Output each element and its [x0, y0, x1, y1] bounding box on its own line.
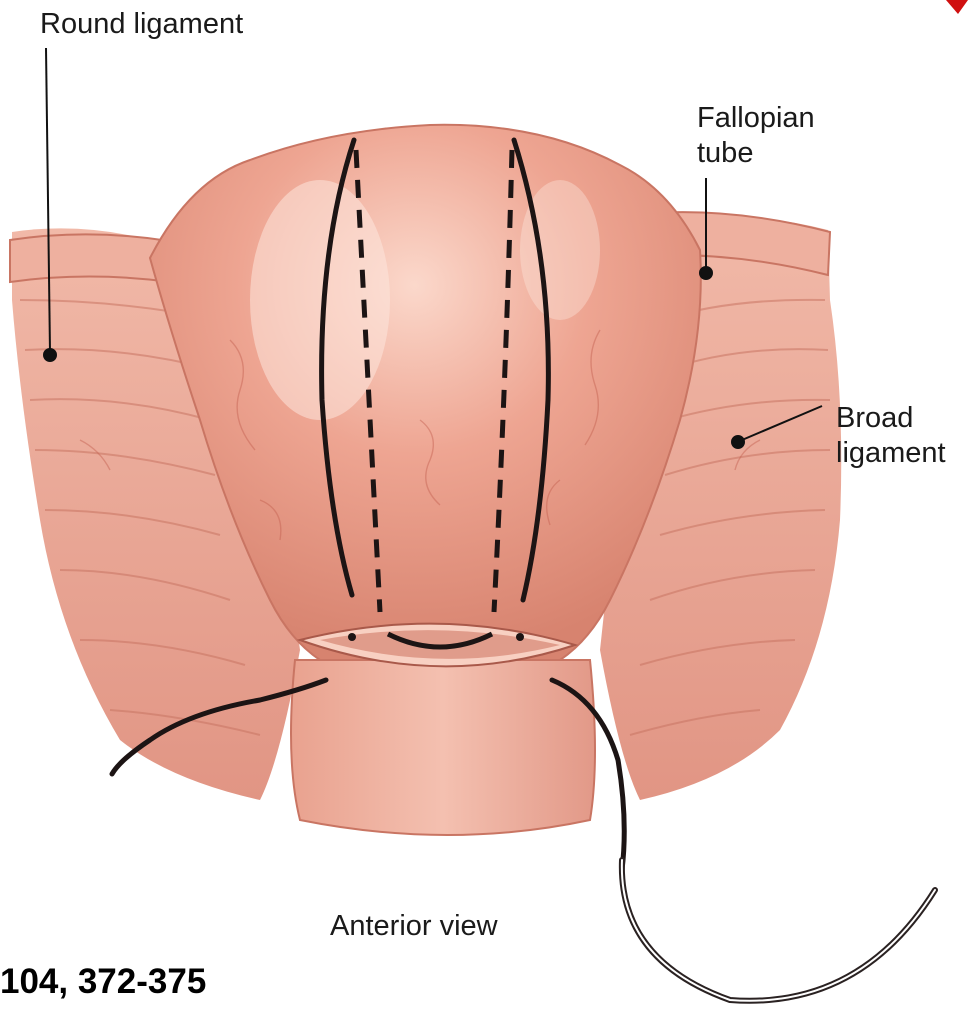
- label-broad-ligament-line1: Broad: [836, 402, 913, 434]
- label-round-ligament: Round ligament: [40, 8, 243, 40]
- label-anterior-view: Anterior view: [330, 910, 498, 942]
- label-fallopian-tube-line2: tube: [697, 137, 753, 169]
- cervix: [291, 660, 595, 835]
- page-reference: 104, 372-375: [0, 962, 206, 1002]
- needle: [622, 860, 935, 1001]
- label-fallopian-tube-line1: Fallopian: [697, 102, 815, 134]
- corner-accent-mark: [946, 0, 968, 14]
- label-broad-ligament-line2: ligament: [836, 437, 946, 469]
